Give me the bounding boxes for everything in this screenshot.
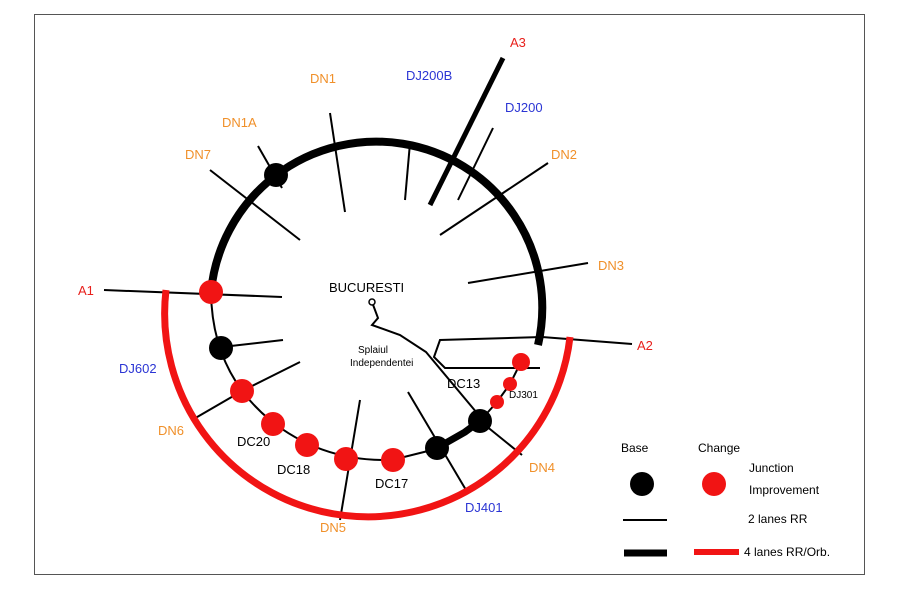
splaiul-label-line1: Splaiul xyxy=(358,345,388,356)
road-dn2 xyxy=(439,162,549,236)
road-dn1 xyxy=(329,112,346,213)
road-a1 xyxy=(103,289,283,298)
orbital-motorway xyxy=(161,289,574,521)
junction-dj401 xyxy=(425,436,449,460)
road-splaiul xyxy=(370,301,478,414)
label-dn1a: DN1A xyxy=(222,115,257,130)
junction-dj301-south xyxy=(490,395,504,409)
road-a2 xyxy=(432,335,633,369)
label-dj200: DJ200 xyxy=(505,100,543,115)
change-junctions xyxy=(199,280,530,472)
legend-four-lanes-label: 4 lanes RR/Orb. xyxy=(744,545,830,559)
label-dn2: DN2 xyxy=(551,147,577,162)
road-a3 xyxy=(427,56,506,207)
label-dn3: DN3 xyxy=(598,258,624,273)
junction-dn1a xyxy=(264,163,288,187)
label-dc17: DC17 xyxy=(375,476,408,491)
junction-dc13 xyxy=(468,409,492,433)
junction-dc17 xyxy=(381,448,405,472)
label-dj301: DJ301 xyxy=(509,390,538,401)
junction-dj602 xyxy=(209,336,233,360)
label-dn7: DN7 xyxy=(185,147,211,162)
splaiul-label-line2: Independentei xyxy=(350,358,413,369)
legend-change-junction xyxy=(702,472,726,496)
road-dj200 xyxy=(457,127,494,201)
label-dn4: DN4 xyxy=(529,460,555,475)
legend-two-lanes-label: 2 lanes RR xyxy=(748,512,808,526)
label-dc18: DC18 xyxy=(277,462,310,477)
label-dc20: DC20 xyxy=(237,434,270,449)
diagram-frame xyxy=(34,14,865,575)
road-dn7 xyxy=(209,169,301,241)
junction-dn5 xyxy=(334,447,358,471)
label-dj602: DJ602 xyxy=(119,361,157,376)
junction-dn6 xyxy=(230,379,254,403)
label-a1: A1 xyxy=(78,283,94,298)
junction-dc18 xyxy=(295,433,319,457)
junction-a1 xyxy=(199,280,223,304)
label-dn1: DN1 xyxy=(310,71,336,86)
ring-road-4-lanes xyxy=(207,137,547,346)
legend-base-header: Base xyxy=(621,441,649,455)
legend-base-junction xyxy=(630,472,654,496)
junction-dj301 xyxy=(503,377,517,391)
city-title: BUCURESTI xyxy=(329,280,404,295)
legend-junction-line2: Improvement xyxy=(749,483,820,497)
label-dn5: DN5 xyxy=(320,520,346,535)
label-dc13: DC13 xyxy=(447,376,480,391)
legend: Base Change Junction Improvement 2 lanes… xyxy=(621,441,830,559)
ring-road-east-segment xyxy=(479,361,522,422)
legend-change-header: Change xyxy=(698,441,740,455)
label-dj200b: DJ200B xyxy=(406,68,452,83)
label-a2: A2 xyxy=(637,338,653,353)
legend-junction-line1: Junction xyxy=(749,461,794,475)
label-a3: A3 xyxy=(510,35,526,50)
junction-dc20 xyxy=(261,412,285,436)
base-junctions xyxy=(209,163,492,460)
label-dn6: DN6 xyxy=(158,423,184,438)
road-dn3 xyxy=(467,262,589,284)
city-center-marker xyxy=(368,298,376,306)
label-dj401: DJ401 xyxy=(465,500,503,515)
junction-a2 xyxy=(512,353,530,371)
road-dj200b xyxy=(404,142,411,201)
